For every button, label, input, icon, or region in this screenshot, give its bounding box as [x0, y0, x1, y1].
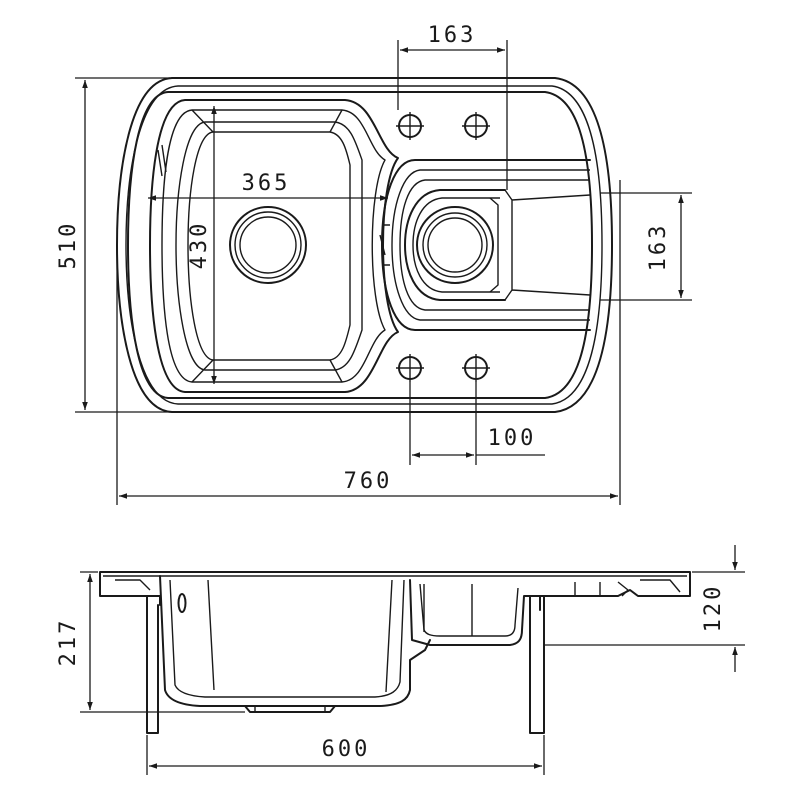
dim-label-760: 760	[344, 469, 393, 494]
dim-label-430: 430	[187, 221, 212, 270]
main-bowl-floor-inner	[187, 131, 351, 361]
main-bowl-outer	[149, 99, 399, 393]
dimension-drainer-height: 120	[545, 545, 745, 672]
sink-rim	[127, 91, 593, 399]
side-main-drain-detail	[254, 706, 326, 712]
dim-label-163-side: 163	[646, 223, 671, 272]
cabinet-panel-right	[529, 595, 545, 734]
side-view	[99, 571, 691, 734]
prep-bowl-floor	[504, 189, 591, 301]
tap-hole-bottom-left	[396, 354, 424, 382]
dim-label-217: 217	[56, 618, 81, 667]
top-view	[116, 77, 613, 413]
side-prep-bowl-inner	[419, 583, 519, 637]
dimension-bowl-length: 430	[187, 106, 217, 384]
side-main-bowl-wall-lines	[207, 579, 393, 693]
dim-label-365: 365	[242, 171, 291, 196]
dimension-tap-spacing-bottom: 100	[409, 382, 545, 465]
side-drain-lip	[617, 581, 629, 597]
side-main-bowl-outer	[159, 575, 431, 707]
bowl-corner-lines	[191, 109, 343, 383]
dim-label-100: 100	[488, 426, 537, 451]
tap-hole-top-left	[396, 112, 424, 140]
dim-label-120: 120	[701, 584, 726, 633]
dim-label-510: 510	[56, 221, 81, 270]
dimension-drainer-bowl-width: 163	[600, 192, 692, 301]
tap-hole-top-right	[462, 112, 490, 140]
sink-outline-outer	[116, 77, 613, 413]
divider-mark	[379, 224, 390, 266]
side-prep-bowl-outer	[409, 579, 541, 646]
tap-hole-bottom-right	[462, 354, 490, 382]
dimension-overall-depth: 510	[56, 77, 172, 413]
side-prep-bowl-lines	[423, 584, 473, 636]
overflow-slot	[157, 144, 167, 177]
main-bowl-wall	[161, 109, 386, 383]
dim-label-600: 600	[322, 737, 371, 762]
main-drain-ring	[234, 211, 302, 279]
prep-bowl-channel-top	[399, 179, 590, 311]
side-main-bowl-inner	[169, 579, 405, 698]
main-drain-outer	[229, 206, 307, 284]
side-deck	[99, 571, 691, 611]
main-bowl-floor	[175, 121, 363, 371]
prep-drain-inner	[427, 217, 483, 273]
prep-drain-outer	[416, 206, 494, 284]
prep-bowl-basket-inner	[412, 197, 500, 293]
dimension-bowl-height: 217	[56, 571, 245, 713]
cabinet-panel-left	[146, 595, 159, 734]
dimension-bowl-width: 365	[148, 171, 388, 201]
side-deck-details	[115, 579, 681, 596]
dimension-tap-spacing-top: 163	[397, 23, 508, 190]
side-overflow	[177, 593, 187, 613]
side-main-drain	[244, 705, 336, 713]
dimension-overall-width: 760	[116, 180, 621, 505]
prep-bowl-wall	[391, 169, 590, 321]
dim-label-163-top: 163	[428, 23, 477, 48]
main-drain-inner	[239, 216, 297, 274]
prep-drain-ring	[422, 212, 488, 278]
prep-bowl-basket	[404, 189, 506, 301]
prep-bowl-step	[489, 197, 499, 293]
dimension-cabinet-width: 600	[146, 735, 545, 775]
